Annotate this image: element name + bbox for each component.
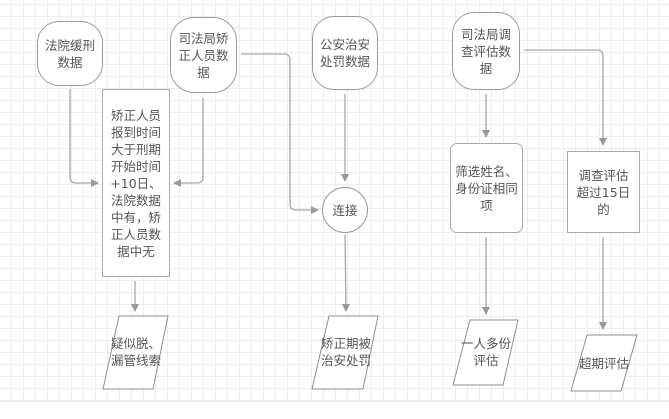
output-penalized-label: 矫正期被治安处罚 [320,336,371,368]
output-suspected-escape[interactable]: 疑似脱、漏管线索 [106,318,166,386]
source-police-penalty-label: 公安治安处罚数据 [319,37,370,69]
source-justice-correction[interactable]: 司法局矫正人员数据 [170,17,237,93]
process-join-label: 连接 [332,202,358,218]
edge-assessment-to-overdue-check [524,49,607,146]
source-justice-assessment-label: 司法局调查评估数据 [460,26,511,76]
process-join[interactable]: 连接 [322,187,368,233]
process-filter-same-label: 筛选姓名、身份证相同项 [455,163,518,213]
edge-court-to-check [69,89,99,187]
edge-justice-to-join [241,53,319,214]
source-police-penalty[interactable]: 公安治安处罚数据 [312,16,378,90]
output-multiple-label: 一人多份评估 [460,336,511,368]
output-penalized-shape [311,315,379,390]
source-court-probation[interactable]: 法院缓刑数据 [37,21,103,86]
process-assessment-overdue[interactable]: 调查评估超过15日的 [567,151,640,233]
output-overdue-shape [570,334,638,392]
output-penalized-during-correction[interactable]: 矫正期被治安处罚 [316,318,376,386]
process-report-time-check-label: 矫正人员报到时间大于刑期开始时间+10日、法院数据中有，矫正人员数据中无 [110,107,162,259]
output-overdue-assessment[interactable]: 超期评估 [574,337,634,389]
output-suspected-escape-label: 疑似脱、漏管线索 [110,336,161,368]
source-court-probation-label: 法院缓刑数据 [44,37,95,70]
source-justice-assessment[interactable]: 司法局调查评估数据 [452,12,520,90]
process-report-time-check[interactable]: 矫正人员报到时间大于刑期开始时间+10日、法院数据中有，矫正人员数据中无 [102,89,170,277]
output-suspected-shape [102,315,169,390]
edge-justice-to-check [173,98,204,187]
output-multiple-shape [452,319,519,386]
output-overdue-label: 超期评估 [578,355,629,371]
source-justice-correction-label: 司法局矫正人员数据 [178,30,229,80]
edge-join-to-penalized [341,234,350,312]
process-filter-same[interactable]: 筛选姓名、身份证相同项 [450,143,523,233]
output-multiple-assessment[interactable]: 一人多份评估 [458,322,514,382]
process-assessment-overdue-label: 调查评估超过15日的 [576,167,631,217]
